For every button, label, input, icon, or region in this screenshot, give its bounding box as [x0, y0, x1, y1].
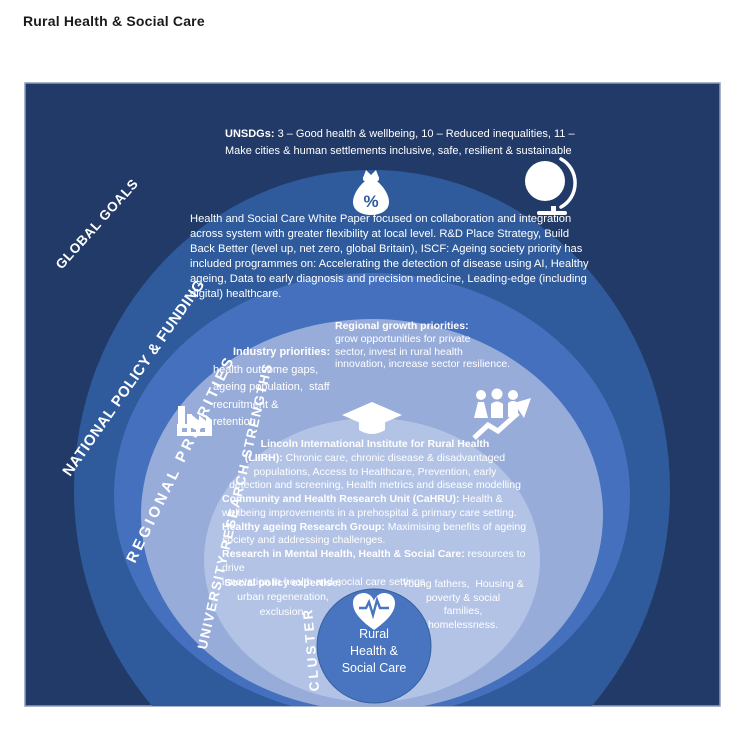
text-line: Research in Mental Health, Health & Soci…: [222, 548, 526, 574]
unsdg-body: 3 – Good health & wellbeing, 10 – Reduce…: [225, 128, 575, 157]
text-line: ageing population, staff: [213, 381, 330, 393]
text-line: Rural: [359, 627, 389, 641]
globe-icon: [525, 157, 577, 215]
text-line: innovation, increase sector resilience.: [335, 358, 511, 371]
text-line: Lincoln International Institute for Rura…: [260, 438, 490, 450]
text-line: society and addressing challenges.: [222, 534, 386, 547]
social-policy-left-block: Social policy expertise: urban regenerat…: [212, 576, 354, 619]
social-policy-left-body: urban regeneration,exclusion,: [212, 590, 354, 619]
social-policy-heading: Social policy expertise:: [224, 577, 342, 589]
social-policy-right-block: Young fathers, Housing &poverty & social…: [398, 578, 528, 632]
text-line: Social Care: [341, 661, 407, 675]
svg-text:%: %: [363, 192, 378, 211]
regional-growth-block: Regional growth priorities: grow opportu…: [335, 320, 517, 371]
ring-university-research: [204, 418, 540, 702]
industry-priorities-block: Industry priorities: health outcome gaps…: [213, 344, 339, 432]
factory-icon: [177, 406, 212, 436]
cluster-center-circle: [316, 588, 432, 704]
text-line: homelessness.: [427, 618, 499, 631]
money-bag-percent-icon: %: [353, 170, 389, 215]
text-line: (LIIRH): Chronic care, chronic disease &…: [244, 451, 506, 464]
industry-priorities-body: health outcome gaps, ageing population, s…: [213, 362, 339, 432]
text-line: sector, invest in rural health: [335, 345, 463, 358]
unsdg-prefix: UNSDGs:: [225, 128, 275, 140]
text-line: Young fathers, Housing &: [402, 578, 524, 590]
text-line: families,: [443, 605, 483, 617]
text-line: urban regeneration,: [237, 591, 329, 604]
university-research-block: Lincoln International Institute for Rura…: [222, 438, 528, 589]
text-line: Healthy ageing Research Group: Maximisin…: [222, 520, 527, 533]
text-line: innovation in health and social care set…: [222, 575, 426, 588]
national-policy-text: Health and Social Care White Paper focus…: [190, 213, 589, 300]
page-title: Rural Health & Social Care: [23, 13, 205, 29]
text-line: grow opportunities for private: [335, 332, 471, 345]
regional-growth-heading: Regional growth priorities:: [335, 320, 469, 332]
unsdg-goals-text: UNSDGs: 3 – Good health & wellbeing, 10 …: [225, 126, 579, 159]
industry-priorities-heading: Industry priorities:: [233, 346, 331, 358]
text-line: recruitment &: [213, 398, 279, 411]
text-line: exclusion,: [259, 605, 307, 618]
heart-pulse-icon: [353, 593, 395, 630]
graduation-cap-icon: [342, 402, 402, 434]
text-line: Community and Health Research Unit (CaHR…: [222, 493, 503, 505]
text-line: wellbeing improvements in a prehospital …: [222, 506, 517, 519]
text-line: Health &: [350, 644, 398, 658]
text-line: poverty & social: [425, 591, 501, 604]
people-growth-arrow-icon: [472, 388, 531, 440]
text-line: populations, Access to Healthcare, Preve…: [253, 465, 497, 478]
text-line: retention: [213, 416, 256, 428]
text-line: detection and screening, Health metrics …: [229, 479, 521, 492]
text-line: health outcome gaps,: [213, 363, 319, 376]
